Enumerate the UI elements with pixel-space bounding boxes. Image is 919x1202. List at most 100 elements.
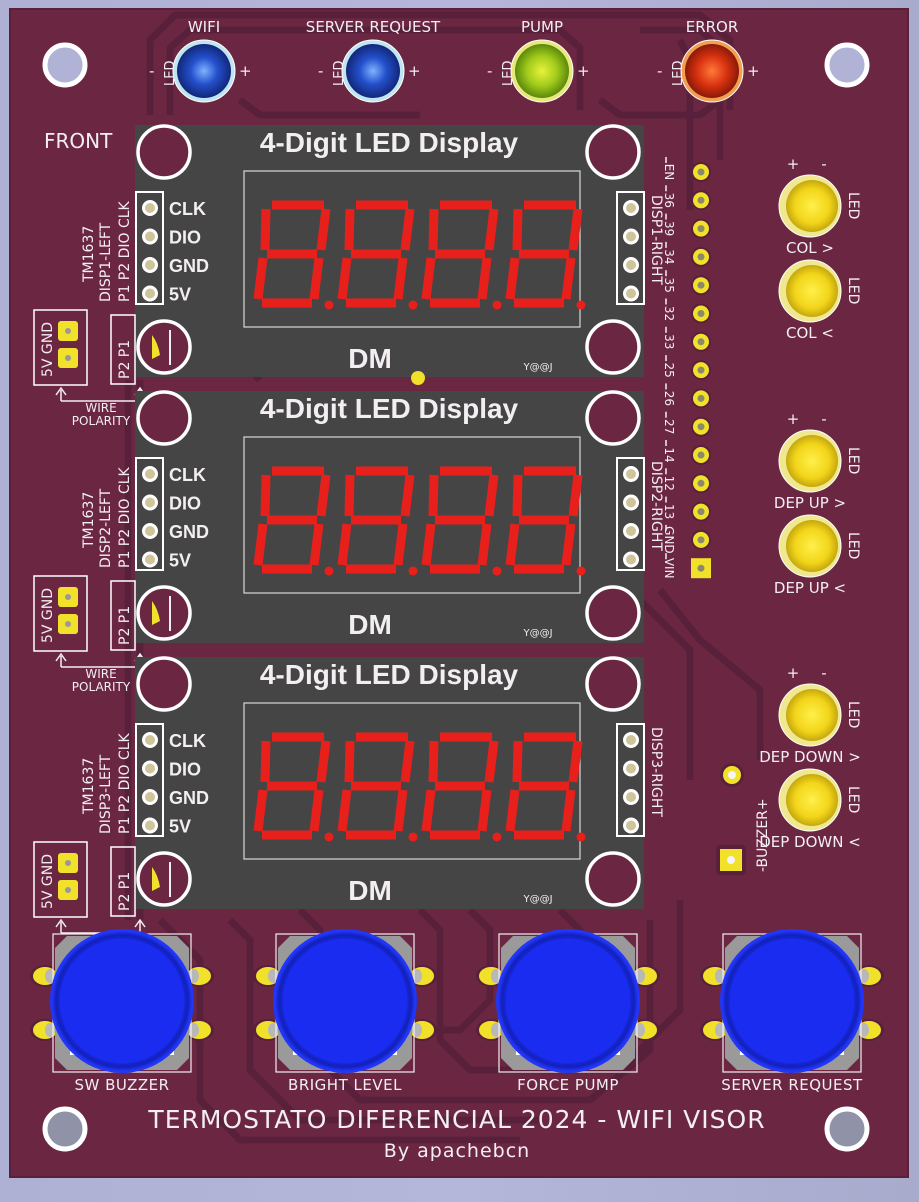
display-mount-hole bbox=[585, 319, 641, 375]
mounting-hole bbox=[42, 42, 88, 88]
button-cap[interactable] bbox=[50, 929, 194, 1073]
esp32-pin-label: 36 bbox=[662, 193, 676, 208]
button-force-pump[interactable]: FORCE PUMP bbox=[476, 929, 660, 1094]
segment bbox=[393, 789, 408, 832]
decimal-point bbox=[576, 832, 586, 842]
segment bbox=[477, 257, 492, 300]
button-server-request[interactable]: SERVER REQUEST bbox=[700, 929, 884, 1094]
right-header bbox=[616, 457, 645, 571]
display-mount-hole bbox=[136, 124, 192, 180]
segment bbox=[400, 474, 415, 517]
led-minus-label: - bbox=[821, 155, 826, 173]
pin-label-dio: DIO bbox=[169, 494, 201, 514]
right-header bbox=[616, 723, 645, 837]
segment bbox=[344, 474, 355, 517]
board-author: By apachebcn bbox=[384, 1140, 530, 1162]
display-left-name: DISP1-LEFT bbox=[98, 222, 114, 302]
segment bbox=[421, 523, 436, 566]
segment bbox=[421, 257, 436, 300]
esp32-pin-label: VIN bbox=[662, 558, 676, 579]
segment bbox=[400, 740, 415, 783]
header-pin bbox=[145, 792, 155, 802]
decimal-point bbox=[408, 832, 418, 842]
header-pin bbox=[626, 231, 636, 242]
left-pin-order: P1 P2 DIO CLK bbox=[117, 466, 133, 568]
decimal-point bbox=[408, 300, 418, 310]
led-minus-label: - bbox=[149, 62, 154, 80]
pin-label-5v: 5V bbox=[169, 551, 191, 571]
front-label: FRONT bbox=[44, 129, 113, 153]
header-pin bbox=[626, 763, 636, 774]
chip-label: TM1637 bbox=[81, 226, 97, 283]
header-pin bbox=[626, 469, 636, 479]
segment bbox=[337, 257, 352, 300]
seven-segment-digit bbox=[421, 732, 502, 842]
segment bbox=[316, 474, 331, 517]
led-lens-icon bbox=[515, 44, 569, 98]
esp32-pin-label: 33 bbox=[662, 334, 676, 349]
segment bbox=[484, 208, 499, 251]
button-cap[interactable] bbox=[496, 929, 640, 1073]
status-led-error: ERROR-+LED bbox=[657, 18, 760, 103]
header-pin bbox=[145, 820, 155, 831]
polarity-label: P2 P1 bbox=[117, 606, 133, 645]
led-plus-label: + bbox=[787, 155, 800, 173]
led-lens-icon bbox=[786, 689, 838, 741]
display-left-name: DISP3-LEFT bbox=[98, 754, 114, 834]
display-title: 4-Digit LED Display bbox=[260, 393, 519, 424]
header-pin bbox=[626, 288, 636, 299]
led-part-label: LED bbox=[845, 277, 861, 304]
pin-label-clk: CLK bbox=[169, 465, 206, 485]
display-mount-hole bbox=[136, 585, 192, 641]
buzzer: -BUZZER+ bbox=[716, 763, 771, 875]
display-mount-hole bbox=[585, 585, 641, 641]
header-pin bbox=[145, 260, 155, 270]
display-mount-hole bbox=[585, 851, 641, 907]
esp32-pin-label: 27 bbox=[662, 419, 676, 434]
display-brand: DM bbox=[348, 875, 392, 906]
segment bbox=[561, 523, 576, 566]
display-mount-hole bbox=[136, 319, 192, 375]
left-header bbox=[135, 723, 164, 837]
display-title: 4-Digit LED Display bbox=[260, 127, 519, 158]
led-lens-icon bbox=[177, 44, 231, 98]
button-bright-level[interactable]: BRIGHT LEVEL bbox=[253, 929, 437, 1094]
led-lens-icon bbox=[786, 774, 838, 826]
polarity-box bbox=[110, 580, 136, 651]
display-mount-hole bbox=[585, 656, 641, 712]
led-part-label: LED bbox=[163, 61, 178, 86]
indicator-led-label: DEP UP < bbox=[774, 579, 846, 597]
seven-segment-digit bbox=[253, 732, 334, 842]
button-cap[interactable] bbox=[273, 929, 417, 1073]
segment bbox=[505, 523, 520, 566]
button-sw-buzzer[interactable]: SW BUZZER bbox=[30, 929, 214, 1094]
display-right-name: DISP1-RIGHT bbox=[648, 195, 664, 285]
status-led-pump: PUMP-+LED bbox=[487, 18, 590, 103]
left-pin-order: P1 P2 DIO CLK bbox=[117, 732, 133, 834]
decimal-point bbox=[324, 566, 334, 576]
display-mount-hole bbox=[136, 851, 192, 907]
segment bbox=[477, 789, 492, 832]
status-led-server-request: SERVER REQUEST-+LED bbox=[306, 18, 441, 103]
decimal-point bbox=[492, 566, 502, 576]
pin-label-dio: DIO bbox=[169, 760, 201, 780]
pin-label-gnd: GND bbox=[169, 522, 209, 542]
right-header bbox=[616, 191, 645, 305]
led-lens-icon bbox=[786, 435, 838, 487]
display-window bbox=[243, 170, 581, 328]
esp32-pin-label: 12 bbox=[662, 476, 676, 491]
header-pin bbox=[145, 763, 155, 774]
button-label: SERVER REQUEST bbox=[721, 1076, 863, 1094]
esp32-pin-label: 39 bbox=[662, 221, 676, 236]
segment bbox=[344, 208, 355, 251]
led-part-label: LED bbox=[845, 447, 861, 474]
button-label: FORCE PUMP bbox=[517, 1076, 619, 1094]
pin-label-5v: 5V bbox=[169, 817, 191, 837]
led-minus-label: - bbox=[657, 62, 662, 80]
button-cap[interactable] bbox=[720, 929, 864, 1073]
pin-label-clk: CLK bbox=[169, 731, 206, 751]
